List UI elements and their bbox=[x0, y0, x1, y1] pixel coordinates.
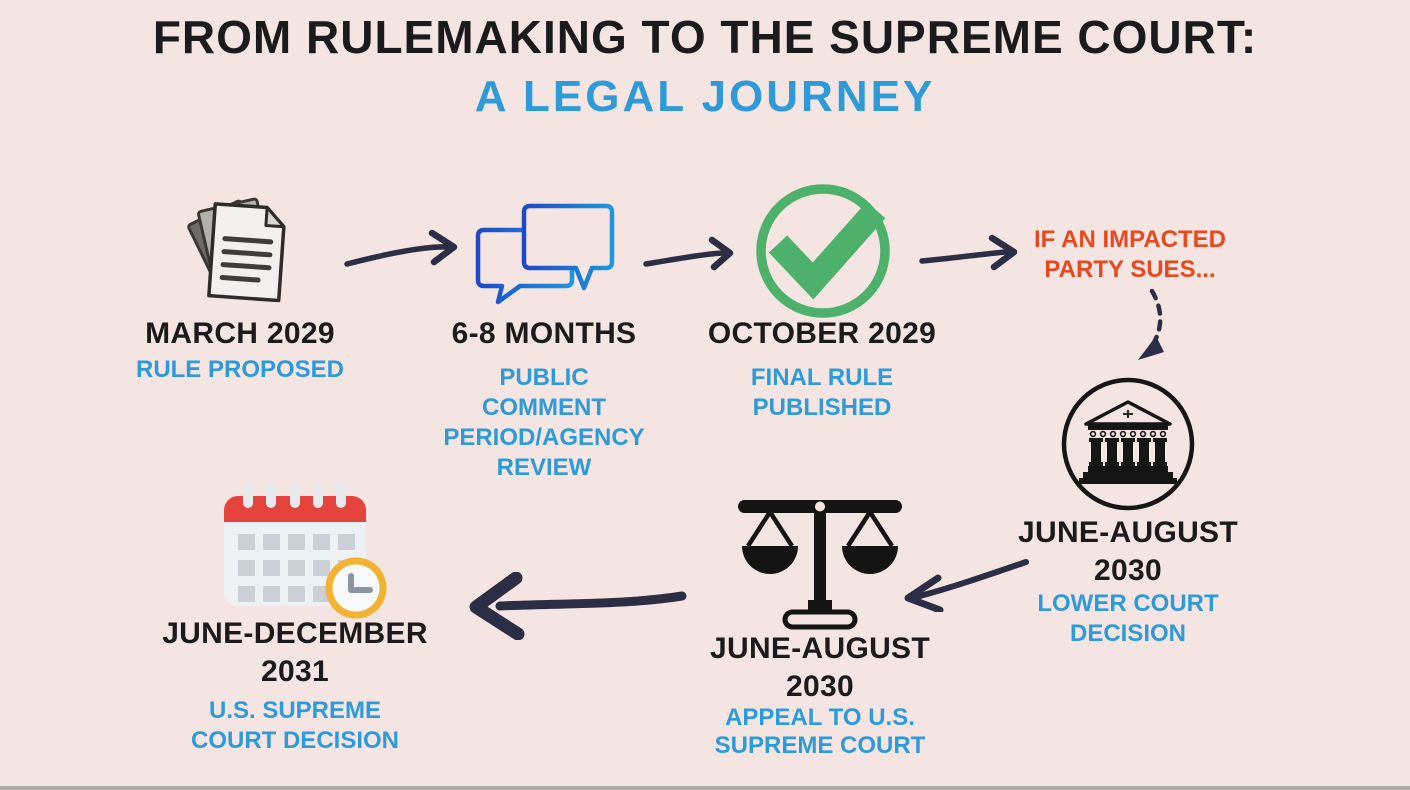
step-detail: U.S. SUPREME COURT DECISION bbox=[190, 697, 399, 754]
step-heading: JUNE-AUGUST 2030 bbox=[710, 632, 930, 703]
dashed-arrow-note-to-court bbox=[1138, 288, 1164, 360]
arrow-step3-to-note bbox=[919, 234, 1018, 271]
arrow-step2-to-step3 bbox=[643, 236, 734, 271]
courthouse-icon bbox=[1061, 377, 1195, 511]
scales-of-justice-icon bbox=[738, 500, 902, 630]
conditional-note: IF AN IMPACTED PARTY SUES... bbox=[1034, 226, 1226, 283]
step-detail: LOWER COURT DECISION bbox=[1037, 590, 1219, 647]
step-detail: APPEAL TO U.S. SUPREME COURT bbox=[714, 704, 926, 759]
speech-bubbles-icon bbox=[475, 203, 615, 305]
step-detail: FINAL RULE PUBLISHED bbox=[750, 364, 894, 421]
calendar-clock-icon bbox=[224, 482, 387, 619]
arrow-step1-to-step2 bbox=[344, 229, 458, 267]
arrow-court-to-appeal bbox=[904, 559, 1029, 612]
checkmark-circle-icon bbox=[756, 184, 890, 318]
documents-icon bbox=[187, 197, 286, 303]
step-detail: PUBLIC COMMENT PERIOD/AGENCY REVIEW bbox=[443, 364, 645, 481]
step-heading: OCTOBER 2029 bbox=[707, 317, 937, 350]
step-heading: MARCH 2029 bbox=[145, 317, 335, 350]
page-subtitle: A LEGAL JOURNEY bbox=[474, 72, 936, 121]
bottom-edge-strip bbox=[0, 786, 1410, 790]
step-heading: JUNE-DECEMBER 2031 bbox=[162, 617, 428, 688]
step-heading: 6-8 MONTHS bbox=[451, 317, 637, 350]
step-heading: JUNE-AUGUST 2030 bbox=[1018, 516, 1238, 587]
step-detail: RULE PROPOSED bbox=[135, 356, 345, 383]
arrow-appeal-to-decision bbox=[469, 572, 687, 640]
page-title: FROM RULEMAKING TO THE SUPREME COURT: bbox=[152, 11, 1258, 63]
